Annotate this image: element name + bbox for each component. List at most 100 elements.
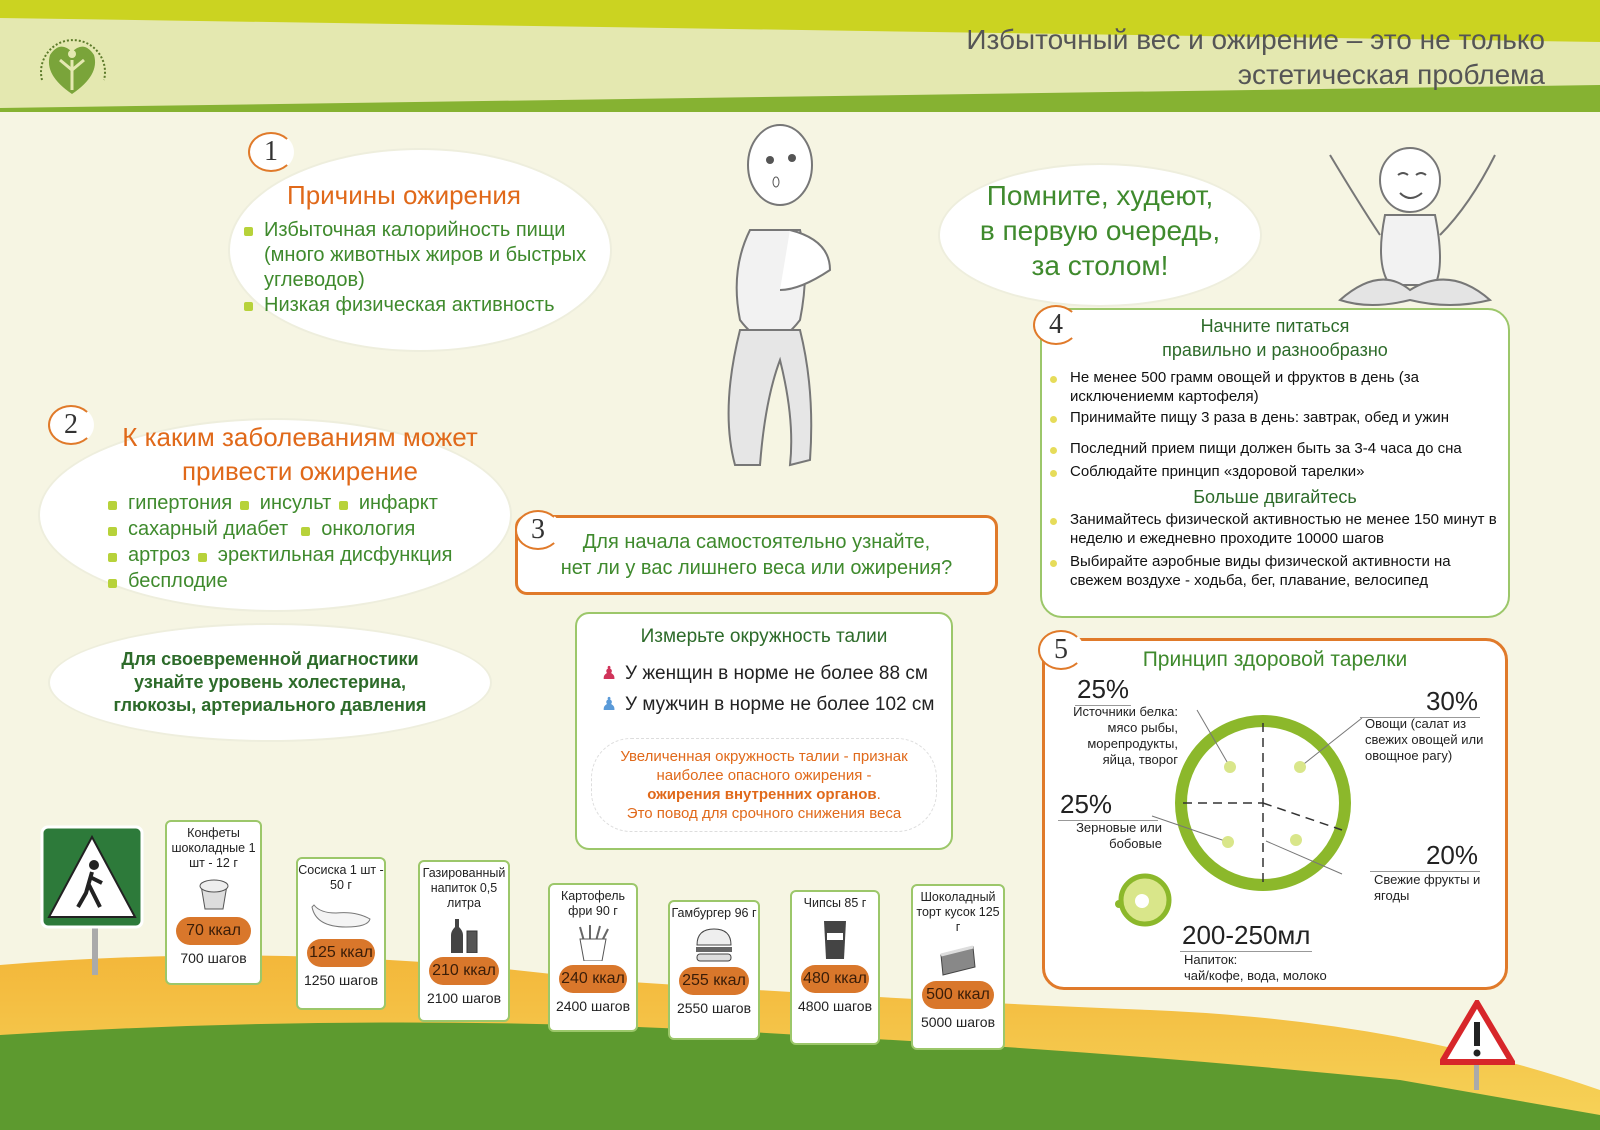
waist-title: Измерьте окружность талии (640, 626, 888, 647)
drink-amount: 200-250мл (1180, 920, 1313, 952)
plate-diagram (1115, 709, 1363, 927)
waist-box: Измерьте окружность талии ♟ У женщин в но… (575, 612, 953, 850)
pedestrian-crossing-sign (40, 825, 144, 975)
diagnostics-cloud (50, 625, 490, 740)
food-card-cake: Шоколадный торт кусок 125 г 500 ккал 500… (911, 884, 1005, 1050)
veg-label: Овощи (салат из свежих овощей или овощно… (1365, 716, 1484, 763)
food-name: Газированный напиток 0,5 литра (422, 866, 506, 910)
step-number-3: 3 (515, 510, 561, 550)
grain-percent: 25% (1058, 789, 1158, 821)
move-item: Выбирайте аэробные виды физической актив… (1046, 552, 1500, 590)
waist-warning: Увеличенная окружность талии - признак н… (591, 738, 937, 832)
woman-icon: ♟ (601, 663, 618, 683)
man-icon: ♟ (601, 694, 618, 714)
diseases-title: К каким заболеваниям может привести ожир… (122, 422, 478, 486)
logo (40, 39, 106, 94)
self-check-line: Для начала самостоятельно узнайте, (582, 531, 931, 553)
nutrition-box: Начните питаться правильно и разнообразн… (1040, 308, 1510, 618)
food-name: Сосиска 1 шт - 50 г (298, 863, 384, 892)
move-item: Занимайтесь физической активностью не ме… (1046, 510, 1500, 548)
disease-item: эректильная дисфункция (196, 544, 453, 566)
food-name: Гамбургер 96 г (671, 906, 757, 920)
protein-label: Источники белка: мясо рыбы, морепродукты… (1073, 704, 1178, 767)
cause-item: Низкая физическая активность (242, 293, 602, 318)
nutrition-title: Начните питаться правильно и разнообразн… (1042, 314, 1508, 362)
disease-item: инфаркт (337, 492, 438, 514)
food-kcal: 125 ккал (306, 939, 376, 967)
protein-percent: 25% (1075, 674, 1132, 706)
candy-icon (199, 879, 228, 910)
diet-item: Принимайте пищу 3 раза в день: завтрак, … (1046, 408, 1500, 427)
disease-item: сахарный диабет (106, 518, 288, 540)
cake-icon (940, 945, 976, 976)
remember-text: Помните, худеют, в первую очередь, за ст… (950, 178, 1250, 283)
diet-item: Не менее 500 грамм овощей и фруктов в де… (1046, 368, 1500, 406)
happy-man-illustration (1329, 147, 1496, 306)
food-card-fries: Картофель фри 90 г 240 ккал 2400 шагов (548, 883, 638, 1032)
chips-icon (824, 921, 846, 959)
cause-item: Избыточная калорийность пищи (много живо… (242, 218, 602, 293)
food-card-candy: Конфеты шоколадные 1 шт - 12 г 70 ккал 7… (165, 820, 262, 985)
grain-label: Зерновые или бобовые (1076, 820, 1162, 851)
food-steps: 700 шагов (180, 950, 247, 966)
disease-item: инсульт (238, 492, 331, 514)
move-title: Больше двигайтесь (1193, 487, 1357, 507)
nutrition-title-line: правильно и разнообразно (1162, 340, 1388, 360)
food-steps: 4800 шагов (797, 998, 873, 1014)
disease-item: бесплодие (106, 570, 228, 592)
warning-line: Это повод для срочного снижения веса (626, 805, 902, 822)
food-kcal: 480 ккал (800, 965, 870, 993)
drink-text: чай/кофе, вода, молоко (1184, 968, 1327, 983)
food-card-chips: Чипсы 85 г 480 ккал 4800 шагов (790, 890, 880, 1045)
disease-item: гипертония (106, 492, 232, 514)
sausage-icon (311, 904, 371, 928)
fruit-label: Свежие фрукты и ягоды (1374, 872, 1481, 903)
causes-list: Избыточная калорийность пищи (много живо… (242, 218, 602, 318)
causes-title: Причины ожирения (287, 180, 521, 210)
title-line-2: эстетическая проблема (1237, 59, 1545, 90)
remember-line: Помните, худеют, (986, 180, 1214, 211)
burger-icon (696, 928, 732, 962)
causes-cloud (230, 150, 610, 350)
food-kcal: 210 ккал (428, 957, 500, 985)
food-steps: 2400 шагов (555, 998, 631, 1014)
overweight-man-illustration (727, 124, 832, 467)
step-number-2: 2 (48, 405, 94, 445)
food-steps: 2100 шагов (426, 990, 502, 1006)
remember-line: в первую очередь, (979, 215, 1221, 246)
veg-percent: 30% (1360, 686, 1480, 718)
food-steps: 5000 шагов (920, 1014, 996, 1030)
food-kcal: 255 ккал (678, 967, 750, 995)
food-name: Конфеты шоколадные 1 шт - 12 г (171, 826, 256, 870)
nutrition-title-line: Начните питаться (1200, 316, 1350, 336)
diet-item: Последний прием пищи должен быть за 3-4 … (1046, 439, 1500, 458)
warning-sign (1440, 1000, 1515, 1090)
fruit-percent: 20% (1370, 840, 1480, 872)
food-steps: 2550 шагов (676, 1000, 752, 1016)
step-number-4: 4 (1033, 305, 1079, 345)
fries-icon (579, 925, 609, 961)
waist-women-norm: У женщин в норме не более 88 см (625, 663, 928, 684)
drink-label: Напиток: (1184, 952, 1238, 967)
disease-item: артроз (106, 544, 190, 566)
food-kcal: 500 ккал (922, 981, 994, 1009)
disease-item: онкология (299, 518, 415, 540)
grain-dot (1222, 836, 1234, 848)
title-line-1: Избыточный вес и ожирение – это не тольк… (966, 24, 1545, 55)
remember-line: за столом! (1031, 250, 1169, 281)
food-name: Шоколадный торт кусок 125 г (916, 890, 1000, 934)
self-check-line: нет ли у вас лишнего веса или ожирения? (560, 557, 953, 579)
food-card-soda: Газированный напиток 0,5 литра 210 ккал … (418, 860, 510, 1022)
warning-line: наиболее опасного ожирения - (656, 767, 872, 784)
diet-item: Соблюдайте принцип «здоровой тарелки» (1046, 462, 1500, 481)
cup-icon (1115, 873, 1172, 927)
waist-men-norm: У мужчин в норме не более 102 см (625, 694, 935, 715)
protein-dot (1224, 761, 1236, 773)
warning-dot: . (876, 786, 881, 803)
plate-title: Принцип здоровой тарелки (1142, 648, 1408, 671)
remember-cloud (940, 165, 1260, 305)
food-card-burger: Гамбургер 96 г 255 ккал 2550 шагов (668, 900, 760, 1040)
food-name: Чипсы 85 г (803, 896, 867, 910)
step-number-1: 1 (248, 132, 294, 172)
food-card-sausage: Сосиска 1 шт - 50 г 125 ккал 1250 шагов (296, 857, 386, 1010)
